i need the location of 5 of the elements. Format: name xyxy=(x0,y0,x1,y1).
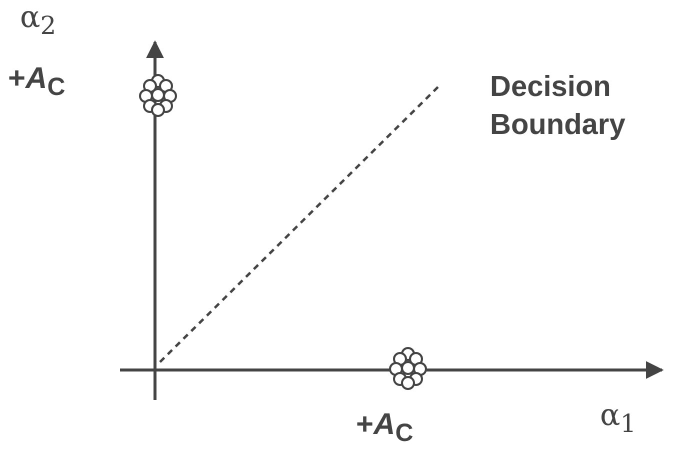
boundary-label: Decision Boundary xyxy=(490,70,626,143)
point-label: +A$_{C}$ xyxy=(8,62,66,102)
point-label: +A$_{C}$ xyxy=(356,408,414,448)
axis-label: α$_{2}$ xyxy=(20,0,56,40)
axis-label: α$_{1}$ xyxy=(600,398,636,438)
